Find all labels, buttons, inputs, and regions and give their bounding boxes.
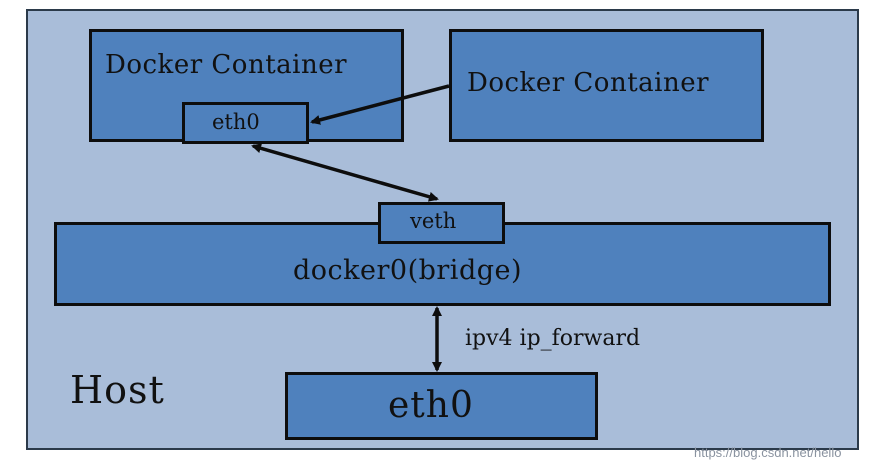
- docker0-bridge-label: docker0(bridge): [293, 255, 523, 286]
- veth-interface: [378, 202, 505, 244]
- watermark: https://blog.csdn.net/hello: [694, 445, 842, 460]
- host-eth0-label: eth0: [388, 385, 474, 426]
- docker-container-right: [449, 29, 764, 142]
- docker-container-right-label: Docker Container: [467, 68, 710, 98]
- veth-label: veth: [410, 209, 457, 233]
- host-label: Host: [70, 368, 165, 412]
- container-eth0-label: eth0: [212, 110, 260, 134]
- ip-forward-label: ipv4 ip_forward: [465, 326, 641, 351]
- host-eth0-interface: [285, 372, 598, 440]
- container-eth0-interface: [182, 102, 309, 144]
- docker-container-left-label: Docker Container: [105, 50, 348, 80]
